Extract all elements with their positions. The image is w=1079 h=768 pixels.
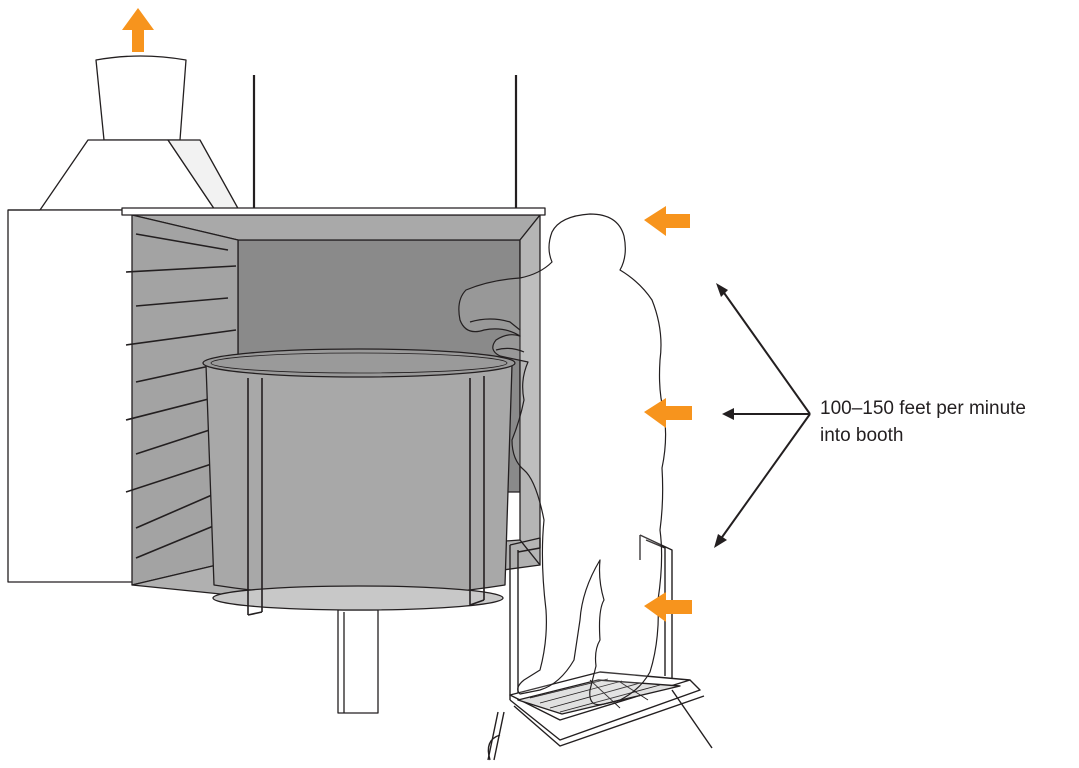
airflow-velocity-label: 100–150 feet per minute into booth — [820, 395, 1026, 449]
exhaust-up-arrow — [122, 8, 154, 52]
airflow-label-line2: into booth — [820, 425, 904, 446]
airflow-arrows — [122, 8, 692, 622]
worker-silhouette — [458, 213, 667, 706]
roof-rods — [252, 75, 518, 208]
step-platform — [487, 534, 713, 761]
inflow-arrow-top — [644, 206, 690, 236]
inflow-arrow-middle — [644, 398, 692, 428]
exhaust-hood — [7, 55, 241, 583]
annotation-arrows — [714, 283, 811, 548]
drum-turntable — [202, 348, 516, 714]
airflow-label-line1: 100–150 feet per minute — [820, 398, 1026, 419]
inflow-arrow-bottom — [644, 592, 692, 622]
